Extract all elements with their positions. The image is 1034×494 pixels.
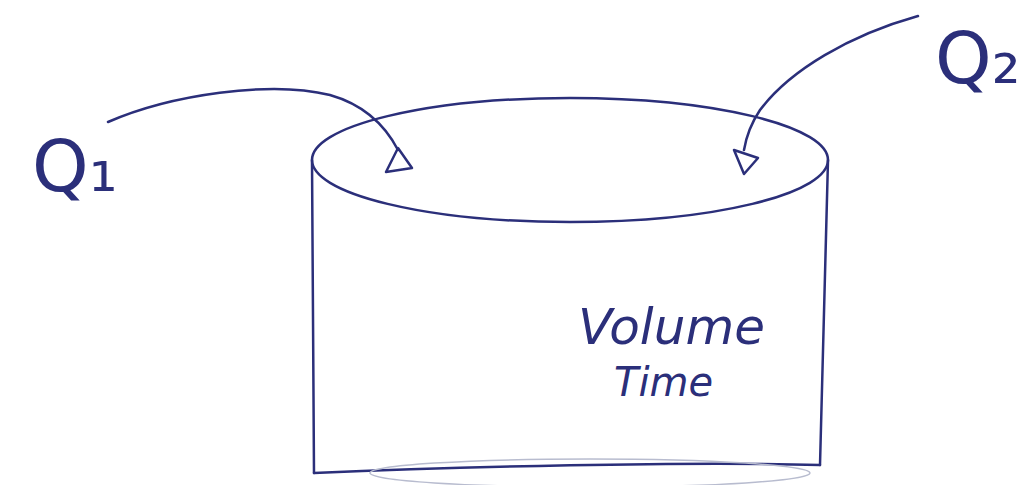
arrow-head <box>386 148 412 172</box>
tank-label: Volume <box>578 302 765 352</box>
tank-node: VolumeTime <box>306 90 834 485</box>
inflow-arrow <box>744 16 918 150</box>
flow-label: Q₁ <box>32 130 118 202</box>
flow-label: Q₂ <box>935 22 1021 94</box>
tank-top <box>312 98 828 222</box>
tank-wall <box>820 160 828 465</box>
tank-base <box>370 459 810 485</box>
inflow-arrow <box>108 89 398 150</box>
arrow-head <box>734 150 758 174</box>
tank-strokes <box>312 98 828 473</box>
tank-bottom <box>314 464 820 473</box>
tank-outline <box>306 90 834 485</box>
tank-wall <box>312 160 314 473</box>
tank-label: Time <box>614 362 713 402</box>
